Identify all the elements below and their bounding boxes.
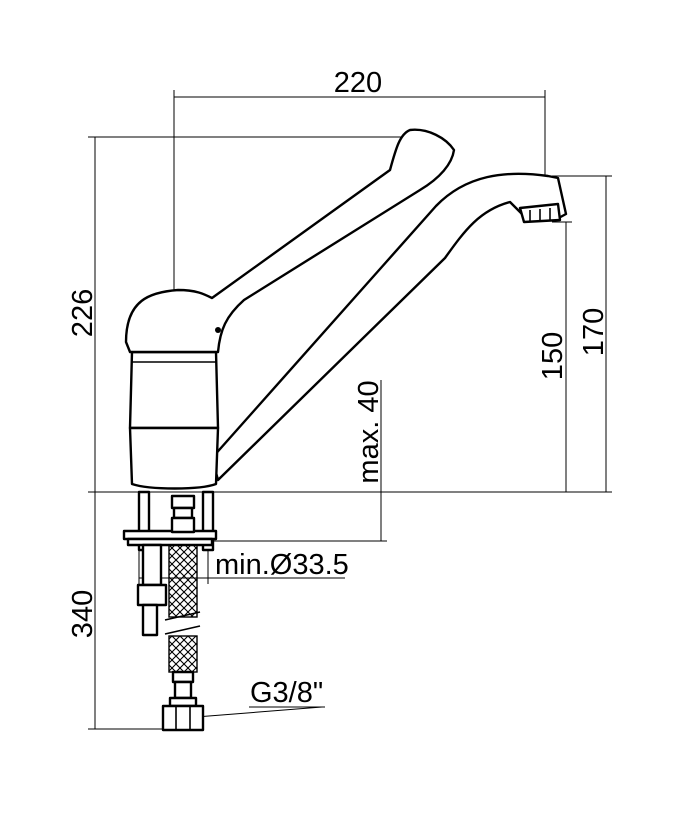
hose-fitting-nut (170, 494, 196, 510)
supply-tube-left (141, 543, 163, 587)
braided-hose (168, 544, 198, 618)
body-upper (128, 350, 220, 430)
hose-ferrule (173, 680, 193, 700)
break-mark (164, 611, 201, 621)
leader-g38 (195, 706, 323, 718)
lever-pivot-screw (215, 327, 221, 333)
label-total-height: 226 (67, 289, 99, 337)
label-spout-reach: 220 (334, 67, 382, 99)
label-outlet-height-170: 170 (578, 308, 610, 356)
g38-connection-nut (161, 704, 205, 732)
lever-handle (124, 128, 456, 354)
fixing-washer (126, 537, 214, 547)
hose-fitting-collar (172, 506, 194, 520)
tube-end (141, 603, 159, 637)
label-connection-thread: G3/8" (250, 677, 323, 709)
threaded-rod (201, 490, 215, 552)
spout (210, 172, 568, 482)
hose-ferrule (171, 670, 195, 684)
label-max-deck: max. 40 (353, 380, 385, 483)
body-lower (128, 426, 220, 490)
under-deck-assembly (122, 490, 218, 732)
braided-hose (168, 635, 198, 673)
tube-nut (136, 583, 168, 607)
label-outlet-height-150: 150 (537, 332, 569, 380)
label-min-hole: min.Ø33.5 (215, 549, 349, 581)
hose-fitting-nut (170, 516, 196, 534)
dimension-lines (88, 90, 612, 730)
break-mark (164, 625, 201, 635)
label-hose-length: 340 (67, 590, 99, 638)
dimension-labels: 220 226 150 170 max. 40 min.Ø33.5 340 G3… (67, 67, 610, 709)
faucet (124, 128, 568, 490)
